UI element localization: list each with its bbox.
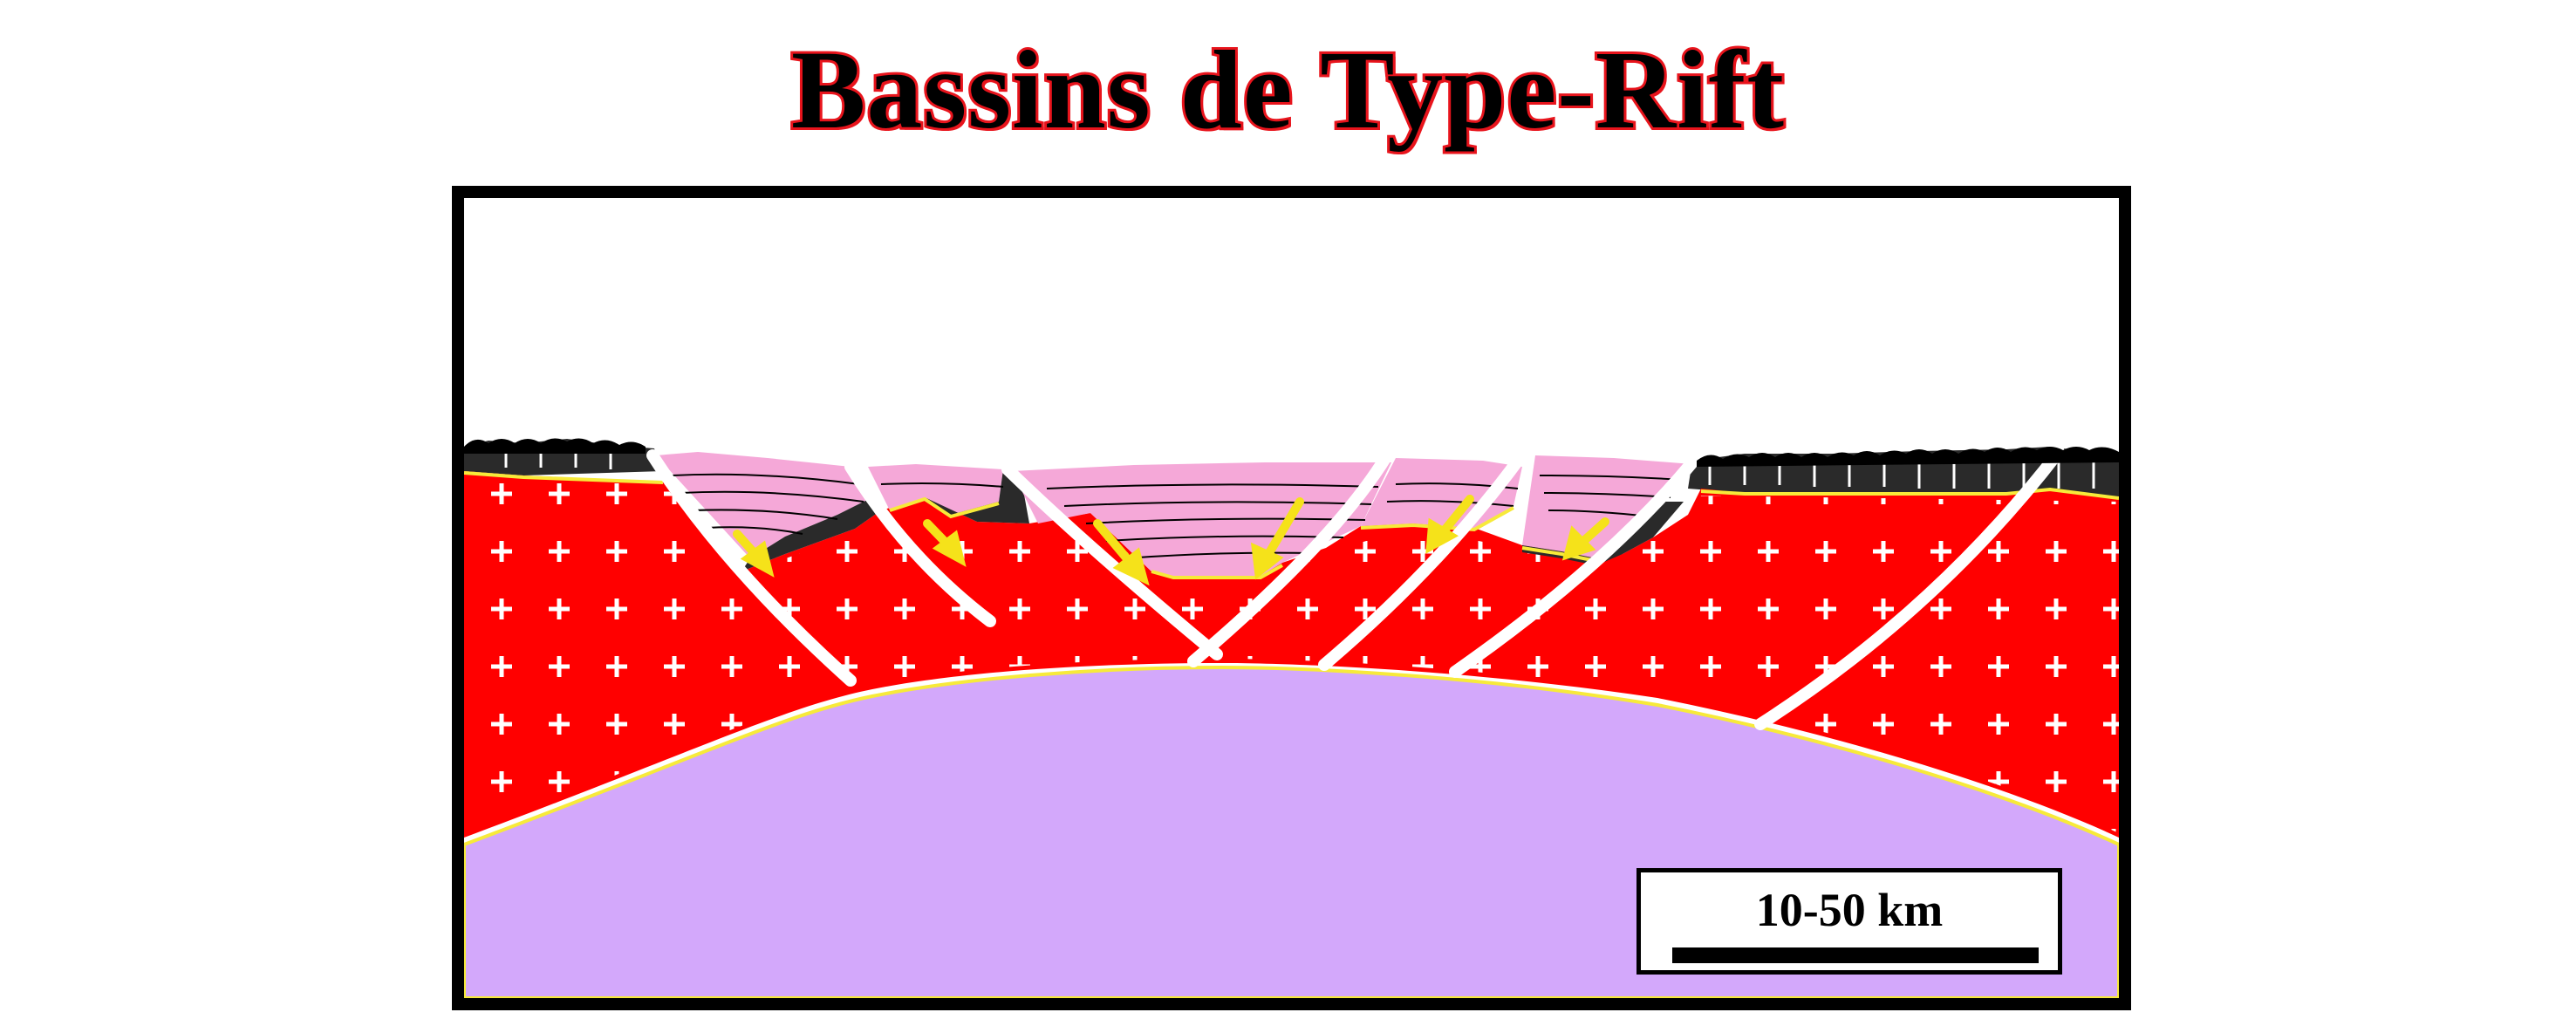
scale-bar (1672, 947, 2039, 963)
syn-rift-basin-1 (656, 452, 872, 558)
shoulder-texture (464, 438, 2119, 467)
page-title: Bassins de Type-Rift (789, 25, 1787, 154)
syn-rift-basin-2-rim (925, 469, 1029, 523)
syn-rift-basin-5 (1522, 455, 1692, 558)
normal-faults (646, 446, 2065, 730)
subsidence-arrow-icon (1425, 495, 1474, 554)
subsidence-arrows (733, 495, 1609, 586)
syn-rift-basin-2 (868, 464, 1003, 515)
scale-bar-box: 10-50 km (1636, 868, 2062, 975)
subsidence-arrow-icon (733, 530, 775, 578)
subsidence-arrow-icon (923, 519, 967, 567)
boundary-line-left (464, 471, 664, 484)
syn-rift-basin-1-rim (741, 497, 881, 571)
subsidence-arrow-icon (1093, 519, 1150, 586)
scale-bar-label: 10-50 km (1755, 884, 1944, 936)
pre-rift-ticks (504, 449, 2095, 489)
subsidence-arrow-icon (1561, 517, 1609, 561)
boundary-line-right (1700, 487, 2119, 500)
subsidence-arrow-icon (1250, 497, 1304, 580)
sediment-layering (671, 473, 1684, 559)
